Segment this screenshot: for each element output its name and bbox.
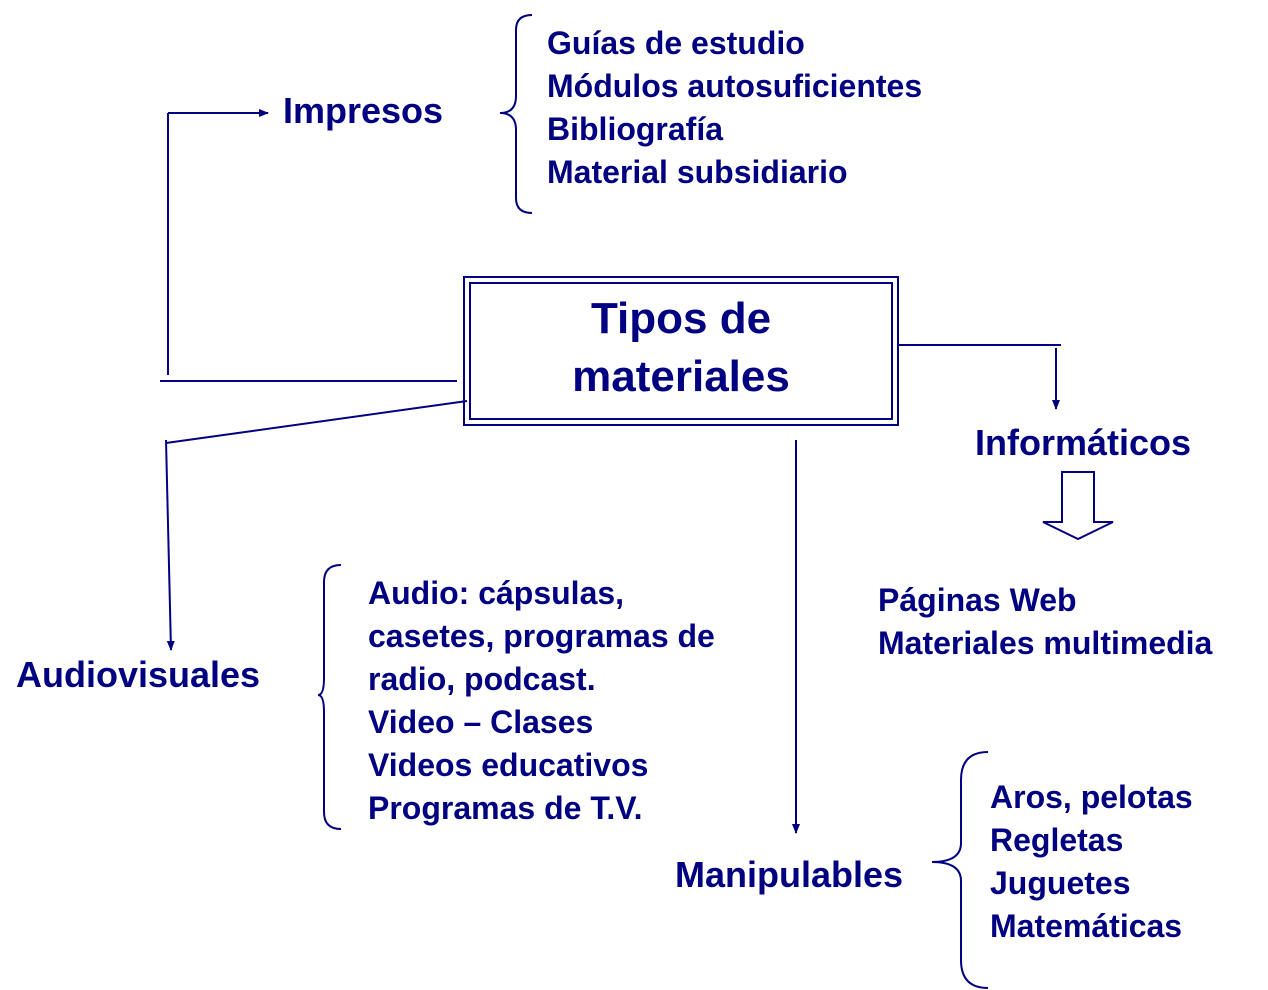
list-item: Programas de T.V. [368, 790, 643, 826]
brace-audiovisuales [317, 564, 342, 830]
list-item: Regletas [990, 822, 1124, 858]
connector-impresos [160, 109, 457, 382]
category-manipulables: Manipulables [675, 854, 904, 895]
brace-manipulables [931, 751, 989, 989]
manipulables-list: Aros, pelotas Regletas Juguetes Matemáti… [990, 776, 1193, 948]
category-informaticos: Informáticos [975, 422, 1192, 463]
connector-audiovisuales [165, 400, 468, 651]
title-line-2: materiales [572, 352, 790, 401]
list-item: Video – Clases [368, 704, 594, 740]
list-item: Audio: cápsulas, [368, 575, 625, 611]
list-item: Módulos autosuficientes [547, 68, 923, 104]
audiovisuales-list: Audio: cápsulas, casetes, programas de r… [368, 572, 715, 830]
list-item: casetes, programas de [368, 618, 715, 654]
brace-impresos [499, 14, 533, 214]
list-item: Materiales multimedia [878, 625, 1213, 661]
list-item: Aros, pelotas [990, 779, 1193, 815]
central-title-inner-border [469, 282, 893, 420]
list-item: Matemáticas [990, 908, 1183, 944]
hollow-down-arrow-icon [1042, 471, 1114, 541]
category-impresos: Impresos [283, 90, 444, 131]
informaticos-list: Páginas Web Materiales multimedia [878, 579, 1212, 665]
list-item: Guías de estudio [547, 25, 805, 61]
connector-informaticos [899, 344, 1061, 410]
title-line-1: Tipos de [590, 294, 772, 343]
list-item: Juguetes [990, 865, 1131, 901]
list-item: radio, podcast. [368, 661, 596, 697]
list-item: Material subsidiario [547, 154, 848, 190]
category-audiovisuales: Audiovisuales [16, 654, 261, 695]
list-item: Páginas Web [878, 582, 1077, 618]
central-title-box: Tipos de materiales [463, 276, 899, 426]
impresos-list: Guías de estudio Módulos autosuficientes… [547, 22, 922, 194]
list-item: Bibliografía [547, 111, 724, 147]
central-title: Tipos de materiales [465, 290, 897, 406]
list-item: Videos educativos [368, 747, 649, 783]
